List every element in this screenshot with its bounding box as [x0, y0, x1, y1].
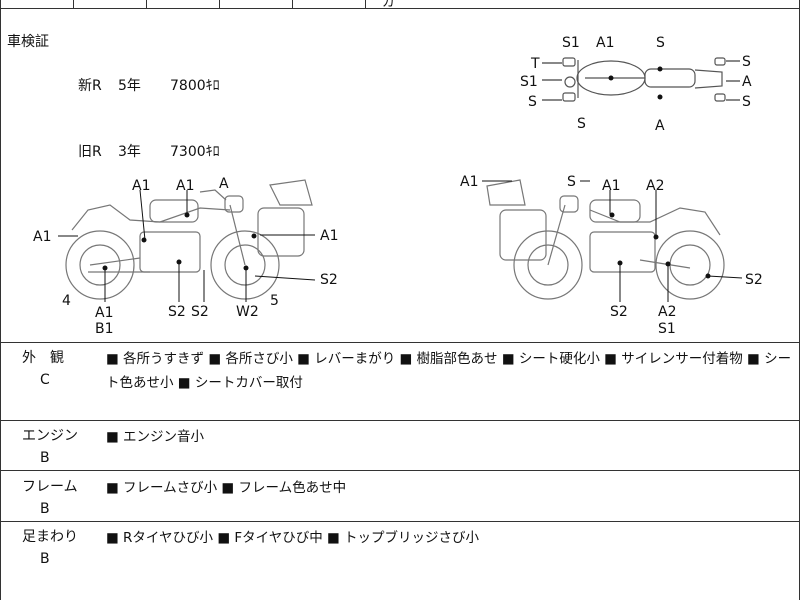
label-s-right-low: S: [742, 94, 751, 110]
label-s-bottom: S: [577, 116, 586, 132]
section-label-frame: フレーム: [22, 479, 78, 495]
cert-type: 旧R: [78, 144, 102, 160]
border-left: [0, 0, 1, 600]
cert-price: 7800ｷﾛ: [170, 78, 220, 94]
strip-text: ガ: [382, 0, 396, 10]
cert-period: 5年: [118, 78, 141, 94]
section-text-exterior: ■ 各所うすきず ■ 各所さび小 ■ レバーまがり ■ 樹脂部色あせ ■ シート…: [106, 351, 792, 391]
label-a1-bottom: A1: [95, 305, 113, 321]
label-a1: A1: [132, 178, 150, 194]
label-a1-right: A1: [320, 228, 338, 244]
marker-dots: [102, 66, 711, 279]
label-a1: A1: [602, 178, 620, 194]
bike-top-view: [562, 57, 726, 102]
label-a-bottom: A: [655, 118, 665, 134]
section-grade-frame: B: [40, 501, 50, 517]
section-text-frame: ■ フレームさび小 ■ フレーム色あせ中: [106, 480, 347, 496]
label-num-5: 5: [270, 293, 279, 309]
divider: [0, 521, 800, 522]
cert-price: 7300ｷﾛ: [170, 144, 220, 160]
label-s1-bottom: S1: [658, 321, 676, 337]
label-s2-right: S2: [745, 272, 763, 288]
divider: [0, 342, 800, 343]
section-label-suspension: 足まわり: [22, 529, 78, 545]
label-a1-left: A1: [33, 229, 51, 245]
label-a: A: [219, 176, 229, 192]
cert-type: 新R: [78, 78, 102, 94]
top-header-strip: ガ: [0, 0, 800, 10]
label-a1-top: A1: [596, 35, 614, 51]
label-s-top: S: [656, 35, 665, 51]
divider: [0, 470, 800, 471]
label-s2-bottom: S2: [610, 304, 628, 320]
section-text-engine: ■ エンジン音小: [106, 429, 205, 445]
section-grade-engine: B: [40, 450, 50, 466]
strip-divider: [365, 0, 366, 8]
label-a2-bottom: A2: [658, 304, 676, 320]
section-label-engine: エンジン: [22, 428, 78, 444]
label-a1: A1: [176, 178, 194, 194]
section-grade-suspension: B: [40, 551, 50, 567]
label-num-4: 4: [62, 293, 71, 309]
strip-divider: [219, 0, 220, 8]
section-grade-exterior: C: [40, 372, 50, 388]
strip-divider: [292, 0, 293, 8]
label-s1-top: S1: [562, 35, 580, 51]
leader-lines: [58, 60, 743, 302]
divider: [0, 420, 800, 421]
section-label-exterior: 外 観: [22, 350, 64, 366]
cert-period: 3年: [118, 144, 141, 160]
label-a2: A2: [646, 178, 664, 194]
strip-divider: [146, 0, 147, 8]
cert-label: 車検証: [7, 34, 49, 50]
label-w2: W2: [236, 304, 259, 320]
cert-prices: 7800ｷﾛ 7300ｷﾛ: [170, 31, 220, 185]
bike-right-view: [486, 179, 725, 300]
label-a-right: A: [742, 74, 752, 90]
label-s2: S2: [168, 304, 186, 320]
section-text-suspension: ■ Rタイヤひび小 ■ Fタイヤひび中 ■ トップブリッジさび小: [106, 530, 480, 546]
label-s2: S2: [191, 304, 209, 320]
cert-periods: 5年 3年: [118, 31, 141, 185]
label-s-top-right: S: [742, 54, 751, 70]
label-s2-right: S2: [320, 272, 338, 288]
bike-left-view: [65, 179, 313, 300]
label-s: S: [567, 174, 576, 190]
label-a1-left: A1: [460, 174, 478, 190]
strip-divider: [73, 0, 74, 8]
label-s-left: S: [528, 94, 537, 110]
label-b1: B1: [95, 321, 114, 337]
label-s1-left: S1: [520, 74, 538, 90]
cert-row: 新R 旧R: [78, 31, 102, 185]
label-t: T: [530, 56, 540, 72]
